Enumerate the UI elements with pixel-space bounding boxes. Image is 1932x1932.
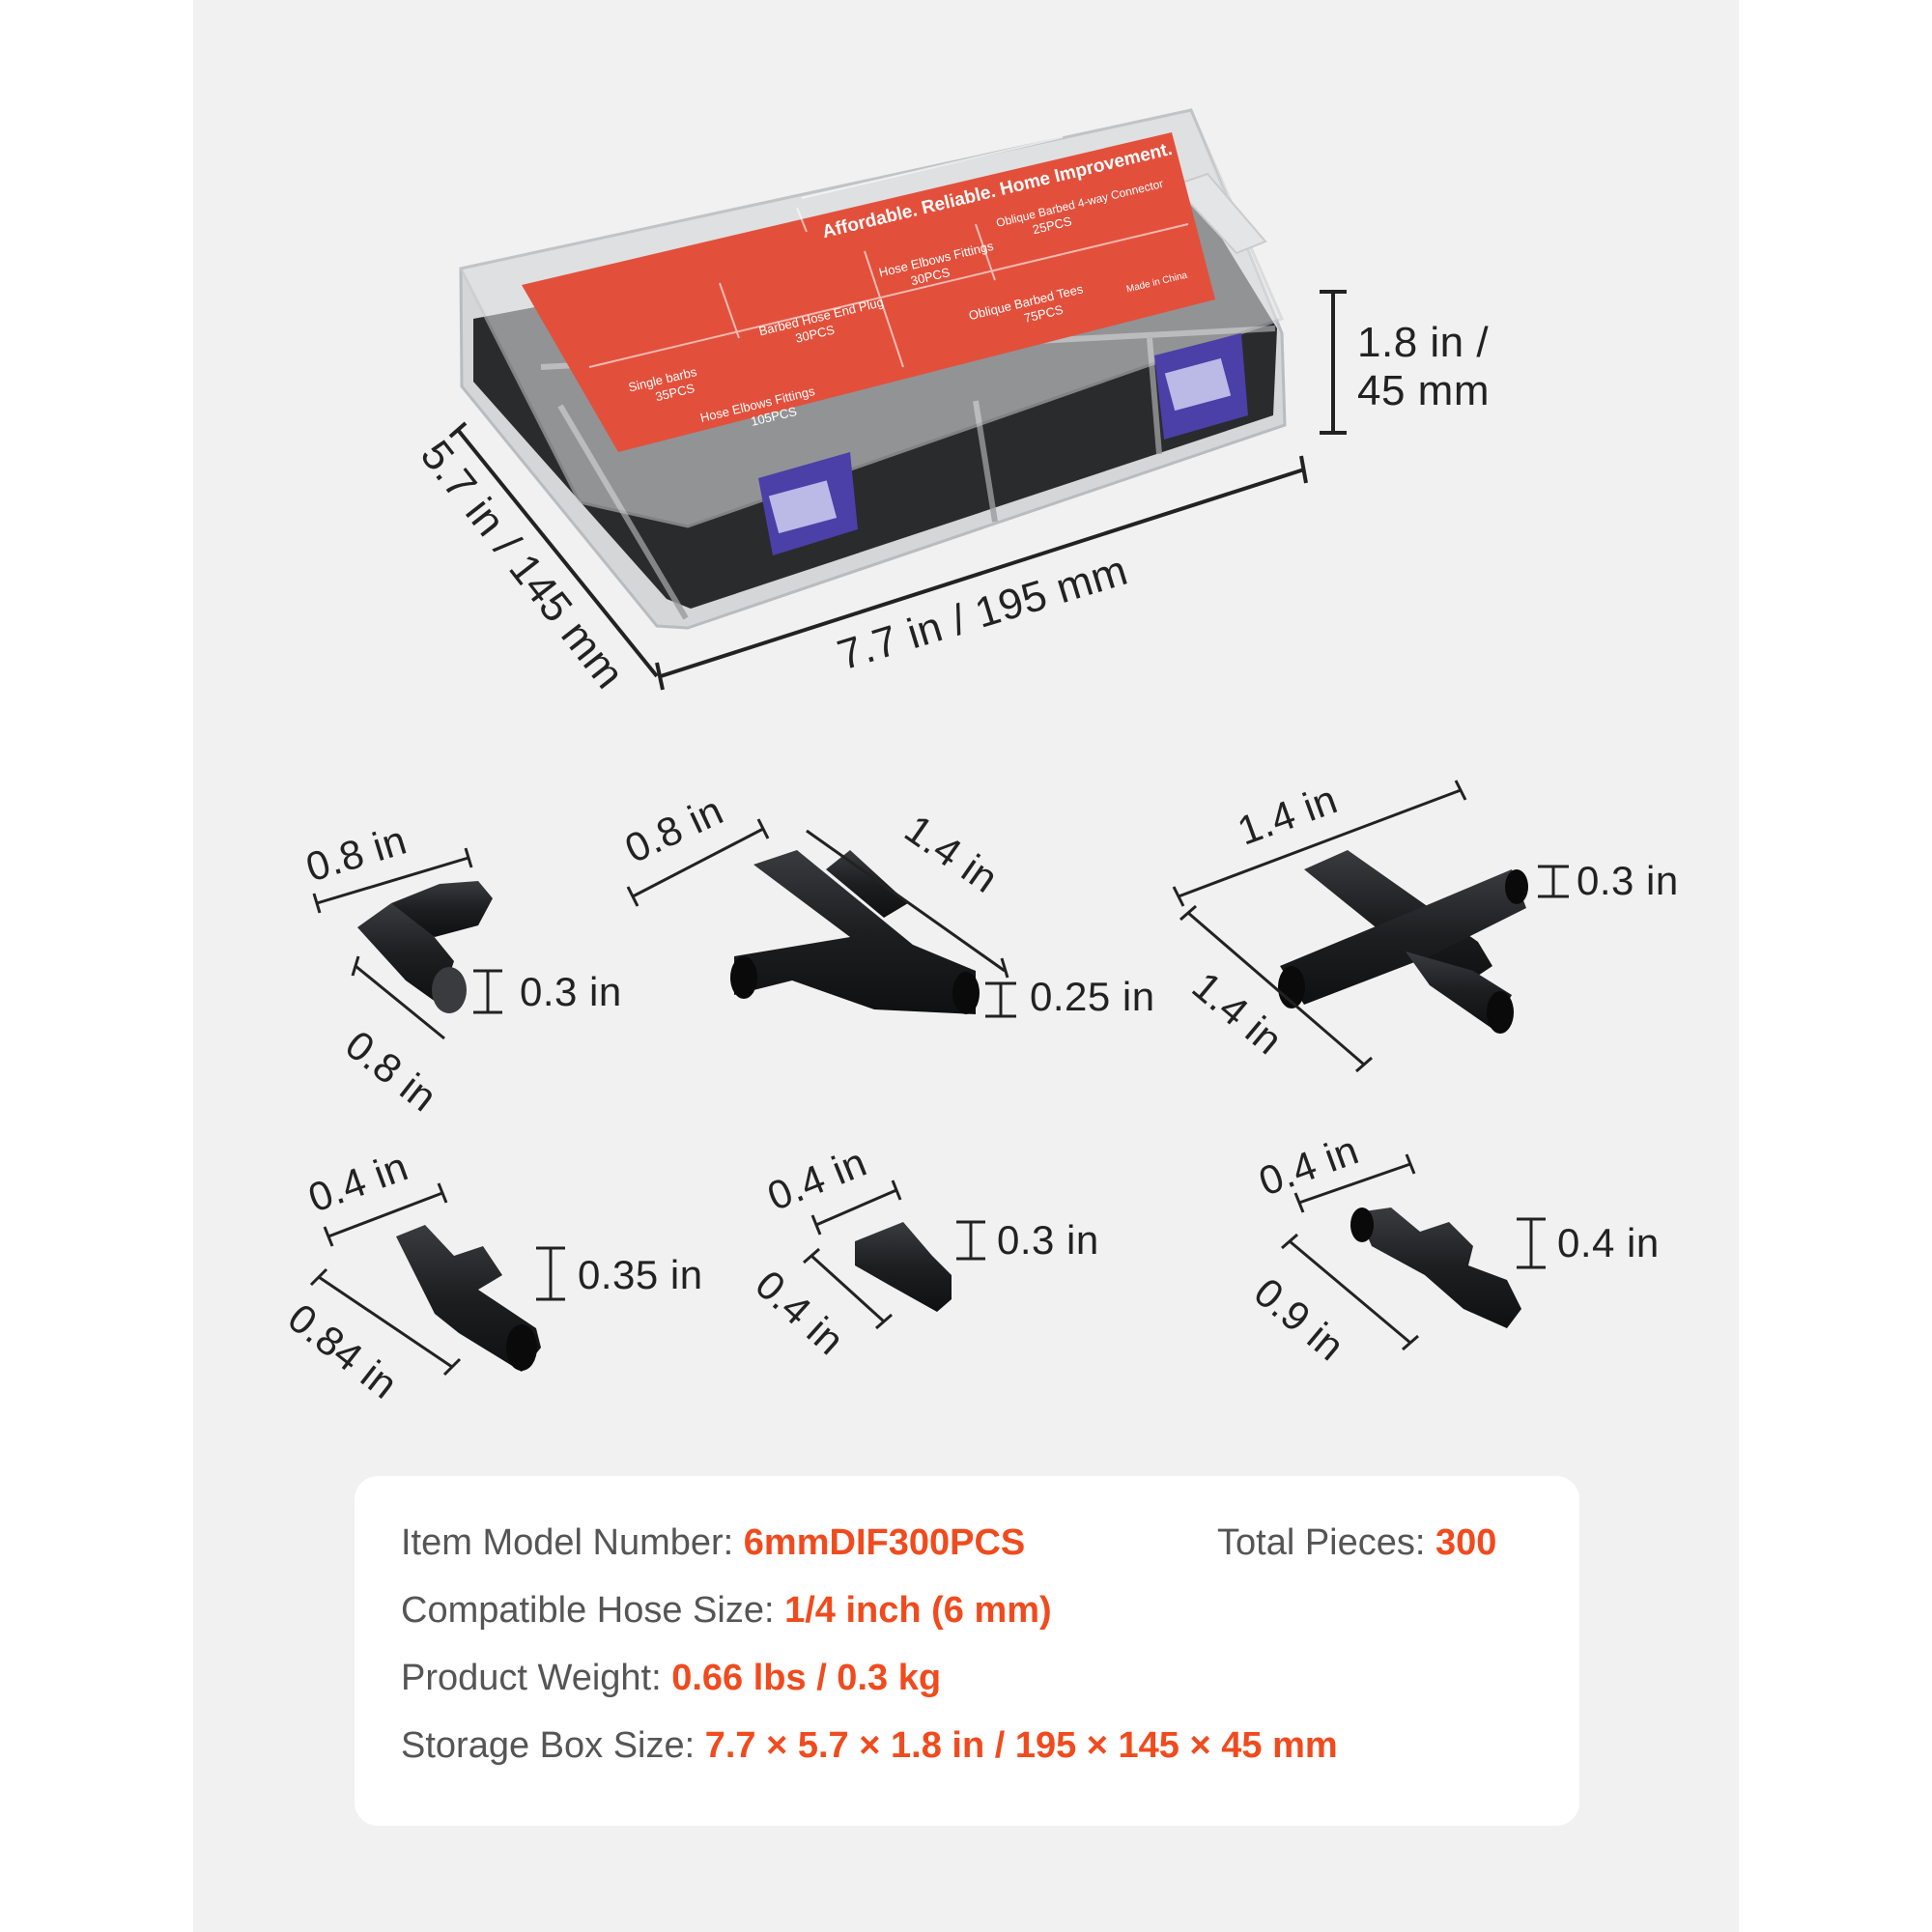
spec-model: Item Model Number: 6mmDIF300PCS xyxy=(401,1522,1025,1564)
end-plug-dim-diameter: 0.3 in xyxy=(997,1217,1099,1263)
spec-total-value: 300 xyxy=(1435,1522,1497,1563)
spec-model-label: Item Model Number: xyxy=(401,1522,744,1563)
latch-right xyxy=(1154,333,1248,440)
fitting-coupling xyxy=(1350,1208,1521,1328)
elbow-dim-diameter: 0.3 in xyxy=(520,969,622,1014)
spec-hose: Compatible Hose Size: 1/4 inch (6 mm) xyxy=(401,1590,1052,1632)
spec-weight: Product Weight: 0.66 lbs / 0.3 kg xyxy=(401,1658,941,1699)
spec-hose-label: Compatible Hose Size: xyxy=(401,1590,785,1631)
fitting-tee xyxy=(730,850,980,1014)
spec-total-label: Total Pieces: xyxy=(1217,1522,1435,1563)
spec-weight-label: Product Weight: xyxy=(401,1658,672,1698)
fitting-end-plug xyxy=(855,1222,952,1312)
latch-left xyxy=(758,452,858,555)
spec-total: Total Pieces: 300 xyxy=(1217,1522,1496,1564)
spec-box-size-label: Storage Box Size: xyxy=(401,1725,705,1766)
coupling-dim-diameter: 0.4 in xyxy=(1557,1220,1660,1265)
box-height-label: 1.8 in / 45 mm xyxy=(1357,319,1490,415)
lid-tab xyxy=(1172,172,1267,255)
storage-box: Affordable. Reliable. Home Improvement. … xyxy=(458,108,1287,630)
box-height-line-2: 45 mm xyxy=(1357,367,1490,414)
spec-model-value: 6mmDIF300PCS xyxy=(743,1522,1026,1563)
cross-dim-diameter: 0.3 in xyxy=(1577,858,1679,903)
fitting-cross xyxy=(1278,850,1528,1034)
box-height-line-1: 1.8 in / xyxy=(1357,319,1490,366)
spec-card: Item Model Number: 6mmDIF300PCS Total Pi… xyxy=(355,1476,1579,1826)
spec-weight-value: 0.66 lbs / 0.3 kg xyxy=(671,1658,942,1698)
tee-dim-diameter: 0.25 in xyxy=(1030,974,1155,1019)
spec-box-size: Storage Box Size: 7.7 × 5.7 × 1.8 in / 1… xyxy=(401,1725,1338,1767)
spec-box-size-value: 7.7 × 5.7 × 1.8 in / 195 × 145 × 45 mm xyxy=(704,1725,1338,1766)
single-barb-dim-diameter: 0.35 in xyxy=(578,1252,703,1297)
fitting-single-barb xyxy=(396,1225,541,1372)
spec-hose-value: 1/4 inch (6 mm) xyxy=(784,1590,1052,1631)
fitting-elbow xyxy=(357,881,493,1013)
box-dimension-lines xyxy=(448,290,1347,691)
fitting-dimension-lines xyxy=(309,780,1569,1377)
